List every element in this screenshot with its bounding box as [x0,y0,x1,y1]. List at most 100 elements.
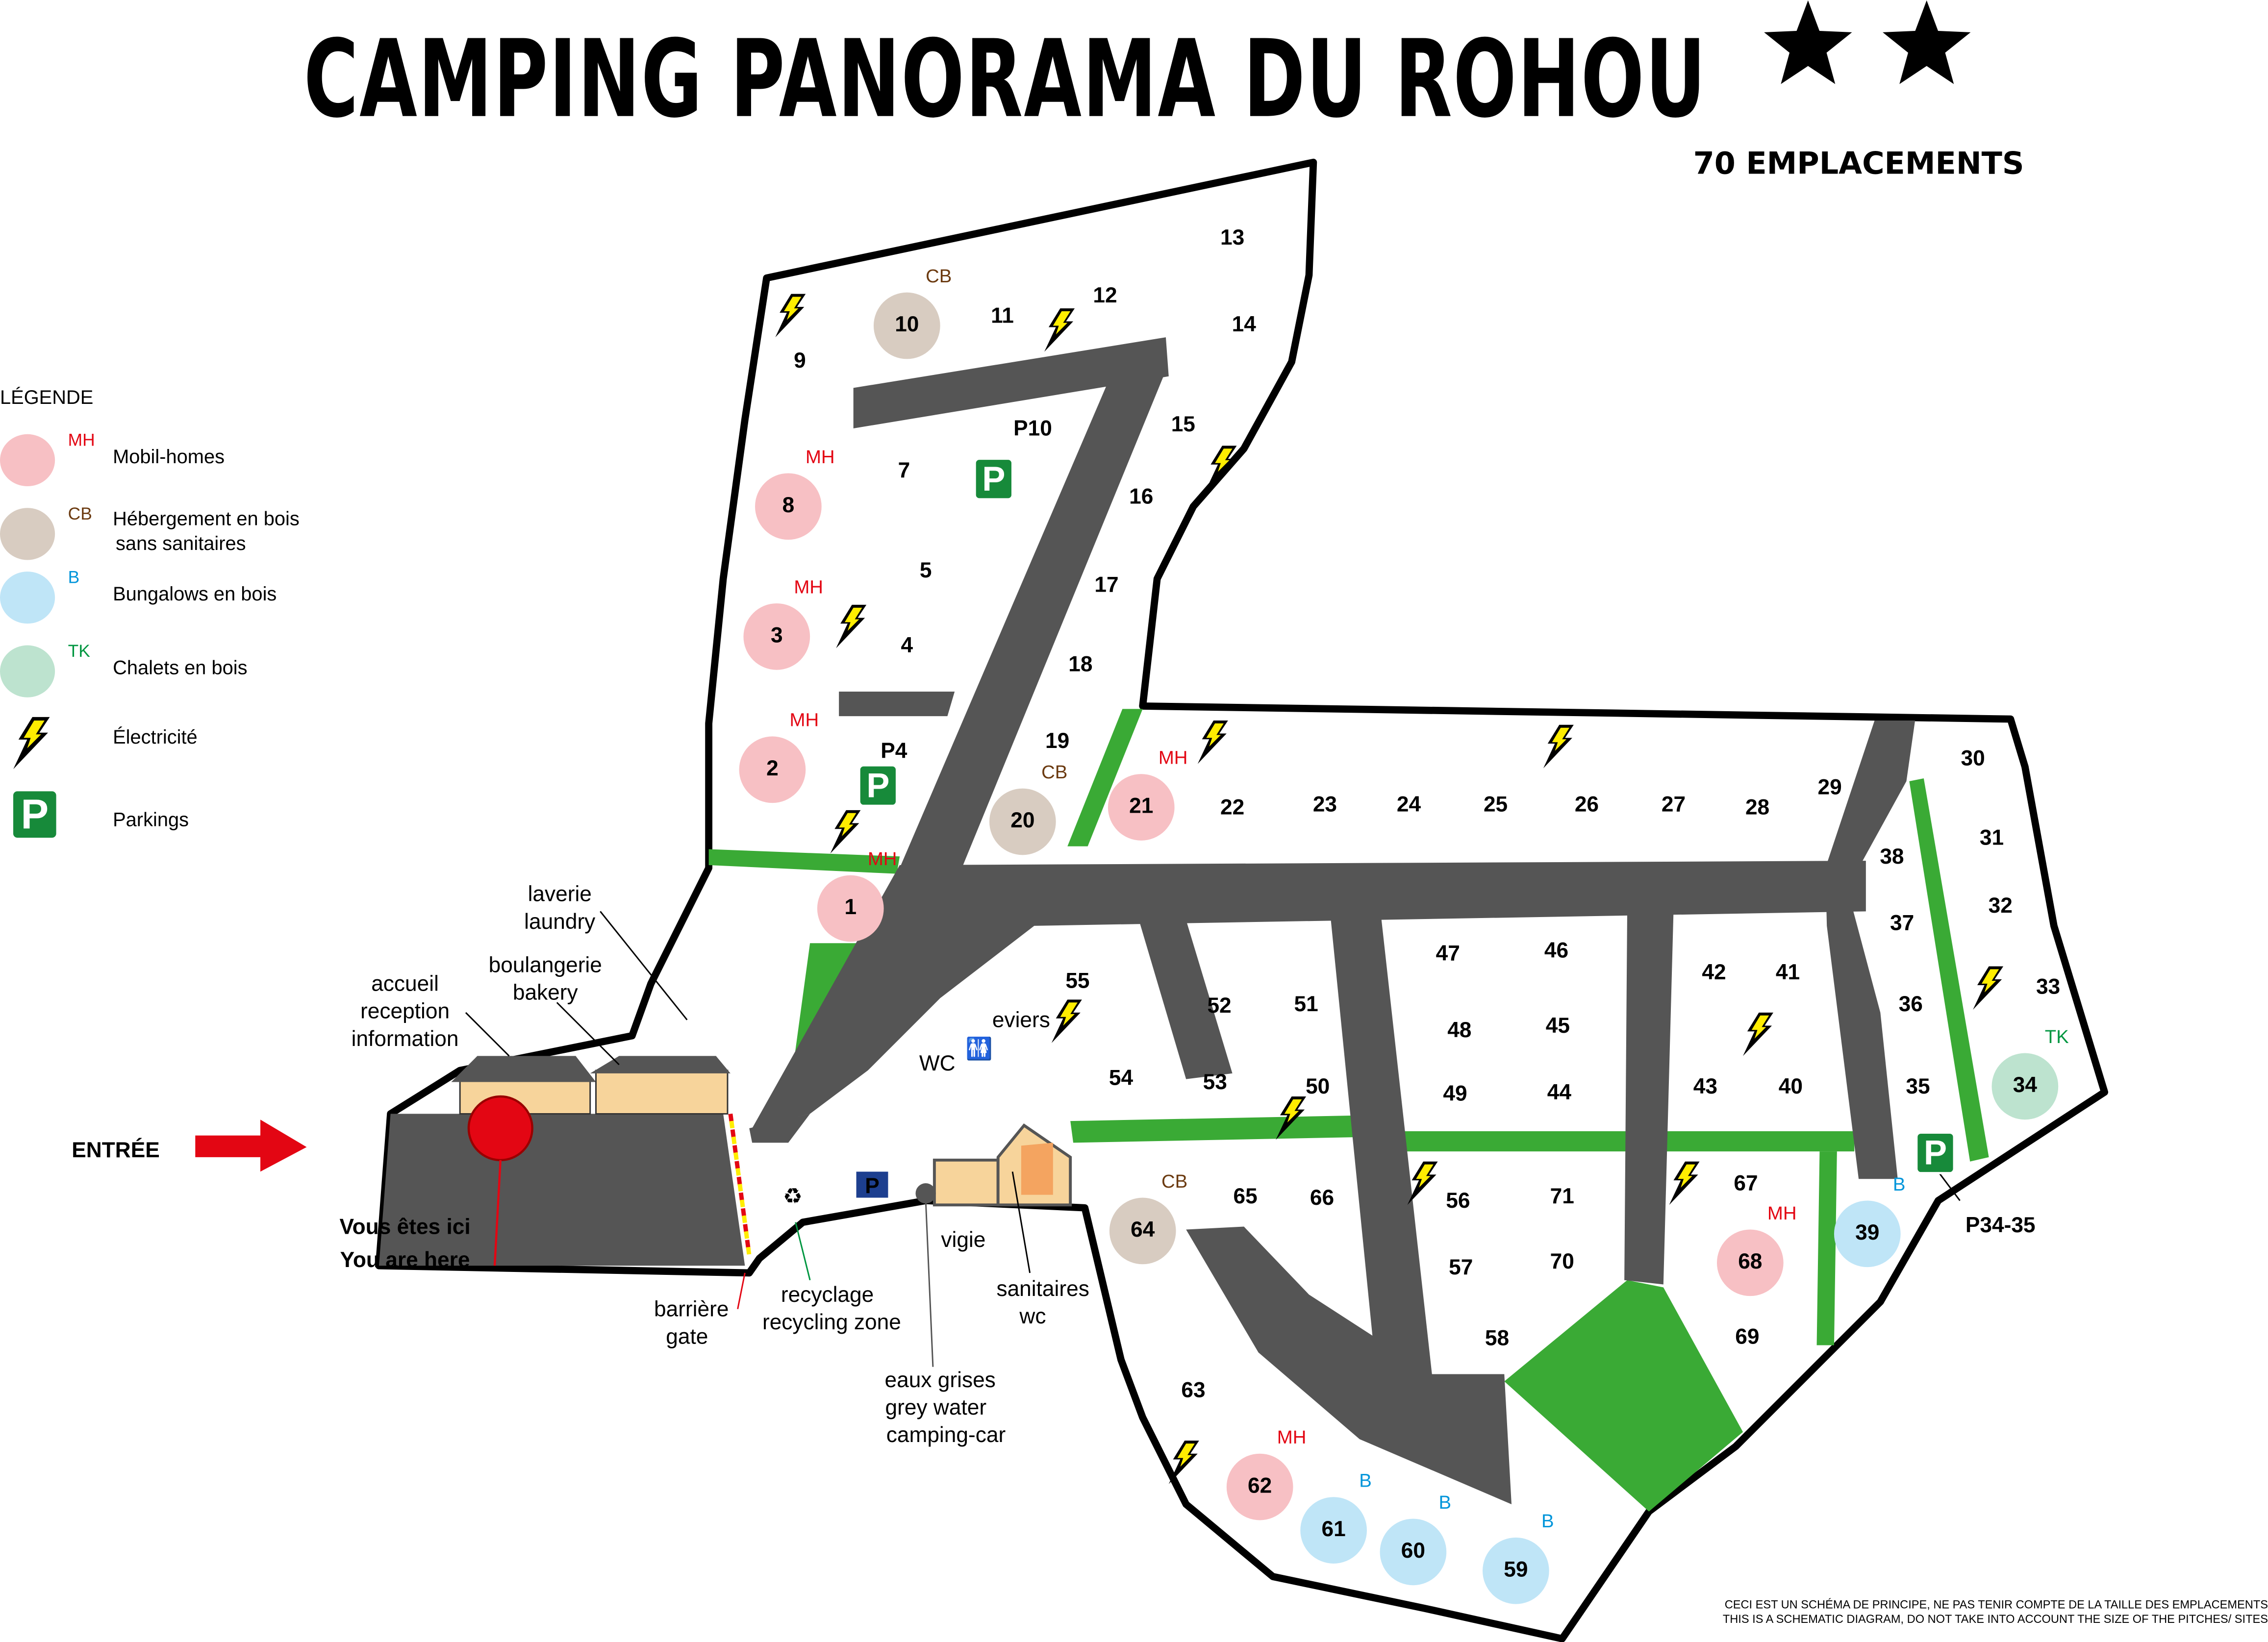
lightning-bolt-icon [1743,1012,1774,1056]
pitch-number: 52 [1207,994,1231,1018]
pitch-16[interactable]: 16 [1129,484,1153,508]
pitch-40[interactable]: 40 [1779,1074,1803,1098]
pitch-51[interactable]: 51 [1294,992,1318,1016]
pitch-56[interactable]: 56 [1446,1189,1470,1213]
pitch-47[interactable]: 47 [1436,942,1460,966]
pitch-number: 11 [991,304,1014,328]
pitch-54[interactable]: 54 [1109,1066,1134,1090]
pitch-number: 22 [1220,796,1244,820]
pitch-44[interactable]: 44 [1547,1080,1572,1104]
pitch-25[interactable]: 25 [1484,793,1508,817]
pitch-5[interactable]: 5 [920,558,932,582]
pitch-43[interactable]: 43 [1693,1074,1717,1098]
pitch-26[interactable]: 26 [1575,793,1599,817]
pitch-number: 59 [1504,1557,1528,1581]
accommodation-mh-marker [1716,1229,1784,1296]
pitch-3[interactable]: MH3 [743,576,823,670]
pitch-36[interactable]: 36 [1899,992,1923,1016]
lightning-bolt-icon [13,717,50,770]
pitch-61[interactable]: B61 [1300,1470,1372,1564]
pitch-2[interactable]: MH2 [739,710,819,803]
pitch-58[interactable]: 58 [1485,1326,1509,1350]
pitch-9[interactable]: 9 [794,348,806,373]
legend-label: Parkings [113,809,189,830]
pitch-number: 64 [1131,1218,1155,1242]
pitch-69[interactable]: 69 [1735,1324,1759,1348]
pitch-35[interactable]: 35 [1906,1074,1930,1098]
grey-water-label: eaux grises [885,1368,996,1392]
pitch-23[interactable]: 23 [1313,793,1337,817]
pitch-number: 13 [1220,225,1244,249]
pitch-24[interactable]: 24 [1397,793,1421,817]
you-are-here-marker [467,1095,533,1162]
pitch-50[interactable]: 50 [1306,1074,1330,1098]
pitch-42[interactable]: 42 [1702,960,1726,984]
svg-text:P: P [21,791,49,838]
pitch-53[interactable]: 53 [1203,1070,1227,1094]
pitch-48[interactable]: 48 [1447,1018,1471,1042]
pitch-39[interactable]: B39 [1834,1174,1906,1268]
pitch-49[interactable]: 49 [1443,1082,1467,1106]
pitch-31[interactable]: 31 [1980,826,2004,850]
pitch-number: 25 [1484,793,1508,817]
pitch-15[interactable]: 15 [1171,412,1195,436]
lightning-bolt-icon [836,604,867,648]
pitch-7[interactable]: 7 [898,458,910,482]
legend-item-parking-icon: P Parkings [11,789,189,840]
accommodation-tk-marker [1991,1053,2059,1120]
pitch-number: 14 [1232,312,1257,336]
pitch-65[interactable]: 65 [1234,1184,1258,1208]
pitch-number: 63 [1181,1378,1205,1402]
lightning-bolt-icon [1044,308,1075,352]
pitch-1[interactable]: MH1 [817,848,897,942]
pitch-37[interactable]: 37 [1890,911,1914,935]
pitch-41[interactable]: 41 [1776,960,1800,984]
pitch-4[interactable]: 4 [901,633,913,657]
pitch-45[interactable]: 45 [1546,1014,1570,1038]
pitch-55[interactable]: 55 [1065,969,1089,993]
pitch-63[interactable]: 63 [1181,1378,1205,1402]
sinks-label: eviers [992,1008,1050,1032]
pitch-14[interactable]: 14 [1232,312,1257,336]
pitch-number: 23 [1313,793,1337,817]
pitch-60[interactable]: B60 [1380,1492,1452,1586]
pitch-71[interactable]: 71 [1550,1184,1574,1208]
accommodation-cb-marker [873,292,940,359]
pitch-27[interactable]: 27 [1662,793,1686,817]
pitch-38[interactable]: 38 [1880,845,1904,869]
pitch-59[interactable]: B59 [1483,1511,1554,1604]
pitch-19[interactable]: 19 [1045,729,1069,753]
pitch-67[interactable]: 67 [1734,1171,1758,1195]
pitch-29[interactable]: 29 [1817,775,1841,799]
star-icon [1764,0,1852,84]
pitch-12[interactable]: 12 [1093,283,1117,307]
pitch-30[interactable]: 30 [1961,746,1985,770]
parking-p4[interactable]: PP4 [858,739,907,807]
pitch-66[interactable]: 66 [1310,1186,1334,1210]
pitch-70[interactable]: 70 [1550,1249,1574,1273]
pitch-46[interactable]: 46 [1544,939,1568,963]
pitch-8[interactable]: MH8 [755,447,835,540]
parking-label: P10 [1013,417,1052,441]
pitch-28[interactable]: 28 [1745,796,1769,820]
pitch-13[interactable]: 13 [1220,225,1244,249]
pitch-18[interactable]: 18 [1068,652,1092,676]
pitch-52[interactable]: 52 [1207,994,1231,1018]
pitch-32[interactable]: 32 [1989,894,2013,918]
pitch-33[interactable]: 33 [2036,974,2060,998]
pitch-11[interactable]: 11 [991,304,1014,328]
pitch-57[interactable]: 57 [1449,1255,1473,1279]
pitch-17[interactable]: 17 [1094,572,1118,597]
pitch-number: 44 [1547,1080,1572,1104]
pitch-22[interactable]: 22 [1220,796,1244,820]
